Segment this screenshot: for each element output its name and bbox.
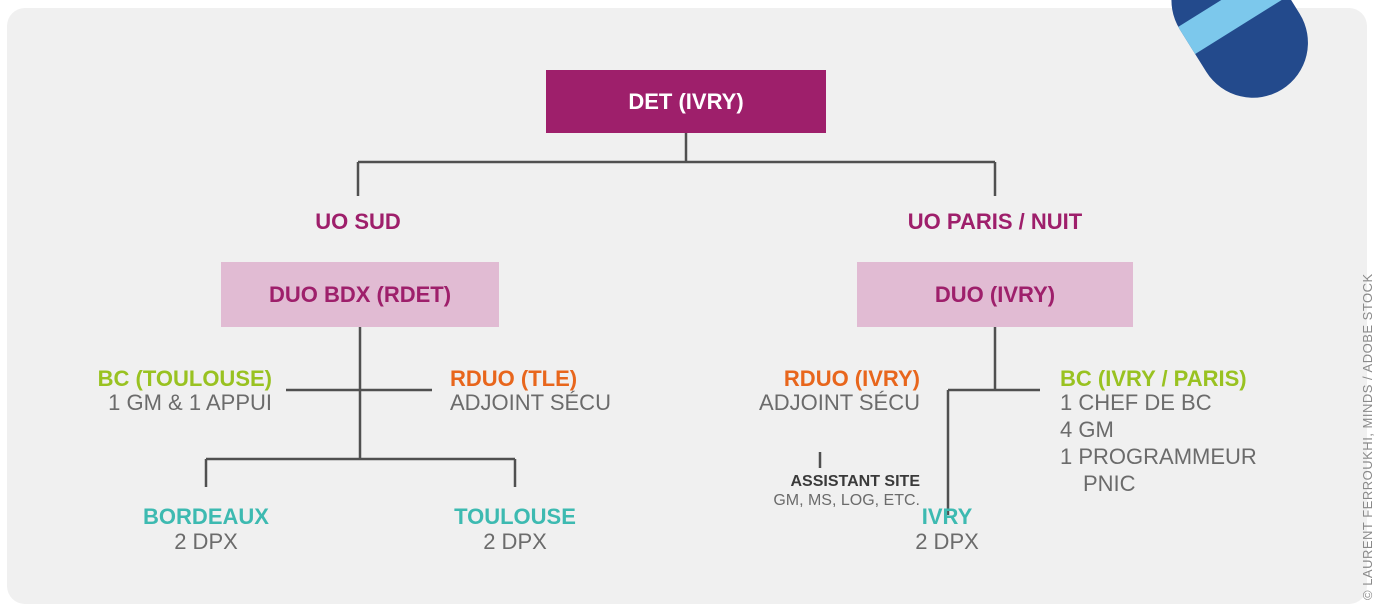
photo-credit: © LAURENT FERROUKHI, MINDS / ADOBE STOCK [1360, 273, 1375, 600]
rduo-ivry-detail: ADJOINT SÉCU [759, 390, 920, 415]
bc-ivry-paris-title: BC (IVRY / PARIS) [1060, 366, 1247, 391]
rduo-ivry-title: RDUO (IVRY) [783, 366, 920, 391]
assistant-site-detail: GM, MS, LOG, ETC. [773, 492, 920, 509]
root-node-label: DET (IVRY) [628, 88, 744, 114]
root-node: DET (IVRY) [546, 70, 826, 133]
rduo-tle-detail: ADJOINT SÉCU [450, 390, 611, 415]
bc-ivry-paris-line-2: 4 GM [1060, 417, 1114, 442]
duo-ivry-label: DUO (IVRY) [934, 281, 1056, 307]
rduo-tle-title: RDUO (TLE) [450, 366, 578, 391]
bc-ivry-paris-line-3: 1 PROGRAMMEUR [1060, 444, 1257, 469]
duo-bdx-label: DUO BDX (RDET) [268, 281, 452, 307]
site-toulouse-title: TOULOUSE [454, 504, 576, 529]
duo-ivry-node: DUO (IVRY) [857, 262, 1133, 327]
site-bordeaux-detail: 2 DPX [174, 529, 238, 554]
bc-toulouse-title: BC (TOULOUSE) [97, 366, 272, 391]
assistant-site-title: ASSISTANT SITE [790, 473, 921, 490]
site-ivry-title: IVRY [921, 504, 973, 529]
bc-ivry-paris-line-4: PNIC [1083, 471, 1136, 496]
uo-paris-title: UO PARIS / NUIT [907, 209, 1083, 234]
site-bordeaux-title: BORDEAUX [143, 504, 269, 529]
site-ivry-detail: 2 DPX [915, 529, 979, 554]
uo-sud-title: UO SUD [315, 209, 401, 234]
bc-ivry-paris-line-1: 1 CHEF DE BC [1060, 390, 1212, 415]
bc-toulouse-detail: 1 GM & 1 APPUI [108, 390, 272, 415]
duo-bdx-node: DUO BDX (RDET) [221, 262, 499, 327]
site-toulouse-detail: 2 DPX [483, 529, 547, 554]
